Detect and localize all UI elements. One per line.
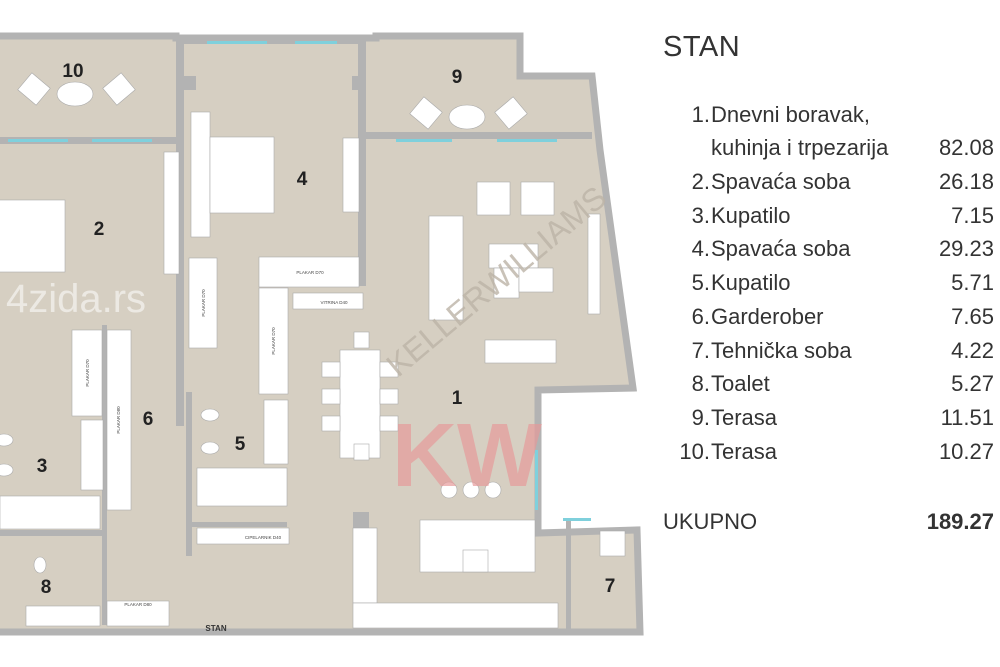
row-value: 82.08 — [938, 135, 994, 160]
room-label-2: 2 — [94, 219, 105, 240]
entrance-label: STAN — [205, 624, 226, 633]
row-name: Terasa — [711, 439, 778, 464]
row-value: 4.22 — [951, 338, 994, 363]
bathroom-fixtures — [0, 399, 289, 627]
area-legend: STAN 1.Dnevni boravak, kuhinja i trpezar… — [640, 0, 1000, 667]
plakar-label: PLAKAR D70 — [271, 327, 276, 355]
watermark-kw-logo: KW — [392, 406, 542, 506]
legend-row: 1.Dnevni boravak, — [640, 98, 994, 132]
room-label-8: 8 — [41, 577, 52, 598]
row-number: 10. — [679, 439, 710, 464]
living-furniture — [321, 181, 626, 629]
row-value: 26.18 — [938, 169, 994, 194]
row-name: Spavaća soba — [711, 169, 851, 194]
row-name: Tehnička soba — [711, 338, 852, 363]
legend-row: 7.Tehnička soba 4.22 — [640, 334, 994, 368]
room-label-1: 1 — [452, 388, 463, 409]
room-label-4: 4 — [297, 169, 308, 190]
plakar-label: PLAKAR D80 — [116, 406, 121, 434]
row-number: 3. — [691, 203, 710, 228]
row-number: 7. — [691, 338, 710, 363]
row-name: Garderober — [711, 304, 824, 329]
row-number: 1. — [691, 102, 710, 127]
legend-row: 10.Terasa 10.27 — [640, 435, 994, 469]
row-number: 5. — [691, 270, 710, 295]
row-name: Terasa — [711, 405, 778, 430]
watermark-4zida: 4zida.rs — [6, 277, 146, 321]
walls — [0, 36, 592, 630]
room-label-9: 9 — [452, 67, 463, 88]
legend-row: 4.Spavaća soba 29.23 — [640, 232, 994, 266]
legend-row: kuhinja i trpezarija 82.08 — [640, 131, 994, 165]
row-number: 4. — [691, 236, 710, 261]
terrace-10-furniture — [17, 72, 136, 107]
row-number: 8. — [691, 371, 710, 396]
row-number: 2. — [691, 169, 710, 194]
legend-row: 6.Garderober 7.65 — [640, 300, 994, 334]
total-value: 189.27 — [926, 509, 994, 534]
row-name: Kupatilo — [711, 203, 791, 228]
row-name: Dnevni boravak, — [711, 102, 870, 127]
legend-row: 8.Toalet 5.27 — [640, 367, 994, 401]
row-name: Spavaća soba — [711, 236, 851, 261]
row-value: 29.23 — [938, 236, 994, 261]
vitrina-label: VITRINA D40 — [320, 300, 348, 305]
legend-row: 5.Kupatilo 5.71 — [640, 266, 994, 300]
legend-title: STAN — [663, 31, 741, 63]
room-labels: 1 2 3 4 5 6 7 8 9 10 — [37, 61, 616, 598]
row-value: 10.27 — [938, 439, 994, 464]
row-value: 7.65 — [951, 304, 994, 329]
room-label-3: 3 — [37, 456, 48, 477]
room-label-7: 7 — [605, 576, 616, 597]
bed-room-2 — [0, 151, 180, 275]
row-name: Kupatilo — [711, 270, 791, 295]
legend-row: 3.Kupatilo 7.15 — [640, 199, 994, 233]
plakar-label: PLAKAR D70 — [296, 270, 324, 275]
row-number: 6. — [691, 304, 710, 329]
room-label-5: 5 — [235, 434, 246, 455]
legend-total: UKUPNO 189.27 — [663, 505, 994, 539]
bed-room-4 — [190, 111, 360, 238]
room-label-6: 6 — [143, 409, 154, 430]
row-value: 11.51 — [940, 405, 994, 430]
plakar-label: PLAKAR D80 — [124, 602, 152, 607]
legend-row: 2.Spavaća soba 26.18 — [640, 165, 994, 199]
total-label: UKUPNO — [663, 509, 758, 534]
row-name: Toalet — [711, 371, 770, 396]
plakar-label: PLAKAR D70 — [201, 289, 206, 317]
plakar-label: PLAKAR D70 — [85, 359, 90, 387]
row-value: 5.27 — [951, 371, 994, 396]
wardrobes: PLAKAR D70 PLAKAR D70 PLAKAR D70 VITRINA… — [71, 256, 364, 627]
floor-plan: PLAKAR D70 PLAKAR D70 PLAKAR D70 VITRINA… — [0, 32, 644, 636]
row-value: 7.15 — [951, 203, 994, 228]
legend-row: 9.Terasa 11.51 — [640, 401, 994, 435]
terrace-9-furniture — [409, 96, 528, 130]
windows — [8, 41, 591, 521]
room-label-10: 10 — [62, 61, 83, 82]
cipelarnik-label: CIPELARNIK D40 — [245, 535, 282, 540]
row-number: 9. — [691, 405, 710, 430]
row-name: kuhinja i trpezarija — [711, 135, 889, 160]
row-value: 5.71 — [951, 270, 994, 295]
